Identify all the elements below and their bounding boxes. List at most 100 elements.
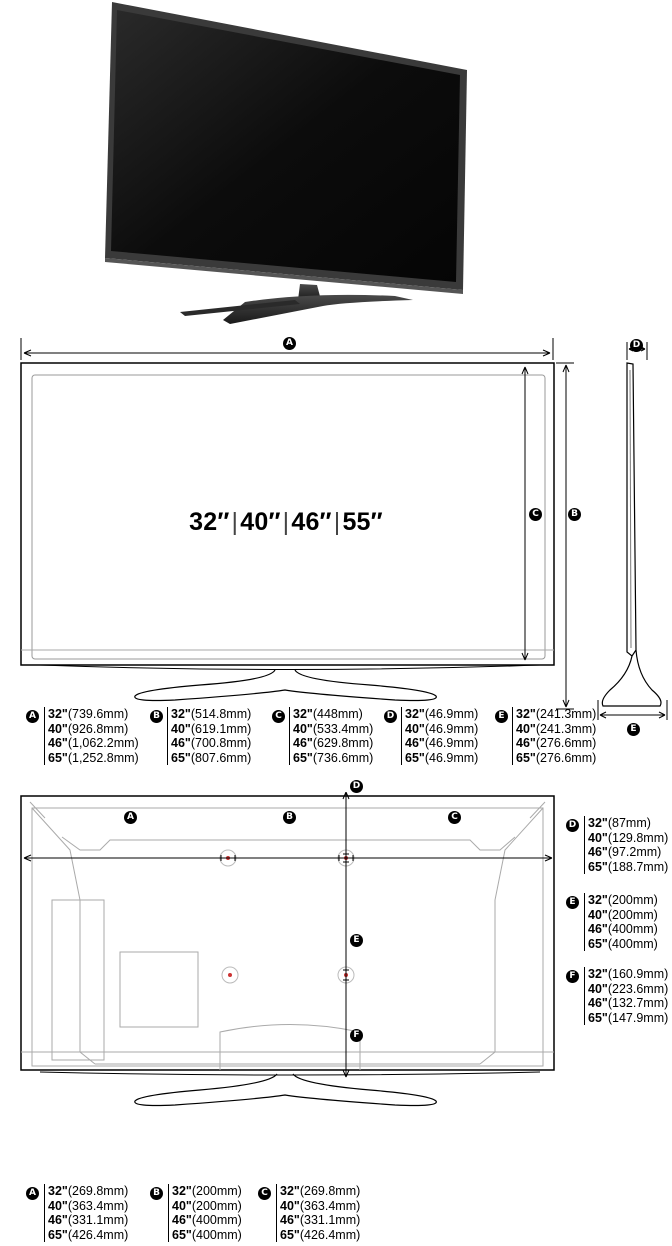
back-dim-f-badge: F — [350, 1029, 363, 1042]
model-size-title: 32″|40″|46″|55″ — [0, 508, 622, 537]
dimension-value: (147.9mm) — [607, 1010, 669, 1025]
tv-product-photo — [105, 2, 467, 324]
dimension-value: (700.8mm) — [190, 736, 252, 750]
size-label: 32" — [588, 893, 608, 907]
spec-row: 65"(276.6mm) — [516, 751, 596, 766]
size-label: 40" — [588, 907, 608, 922]
dimension-value: (739.6mm) — [67, 707, 129, 721]
size-label: 32" — [293, 707, 313, 721]
model-size-separator: | — [231, 508, 239, 536]
spec-b-badge: B — [150, 1187, 163, 1200]
spec-block-back-a: 32"(269.8mm) 40"(363.4mm) 46"(331.1mm) 6… — [44, 1184, 128, 1242]
size-label: 32" — [516, 707, 536, 721]
size-label: 40" — [405, 721, 425, 736]
dimension-value: (1,252.8mm) — [67, 750, 139, 765]
dimension-value: (363.4mm) — [67, 1198, 129, 1213]
dimension-value: (1,062.2mm) — [67, 736, 139, 750]
size-label: 46" — [588, 922, 608, 936]
spec-row: 46"(400mm) — [172, 1213, 242, 1228]
spec-row: 32"(448mm) — [293, 707, 373, 722]
spec-block-c: 32"(448mm) 40"(533.4mm) 46"(629.8mm) 65"… — [289, 707, 373, 765]
dimension-value: (400mm) — [191, 1213, 242, 1227]
size-label: 40" — [48, 1198, 68, 1213]
size-label: 46" — [293, 736, 313, 750]
size-label: 32" — [48, 1184, 68, 1198]
spec-block-back-b: 32"(200mm) 40"(200mm) 46"(400mm) 65"(400… — [168, 1184, 242, 1242]
spec-e-badge: E — [566, 896, 579, 909]
spec-row: 40"(533.4mm) — [293, 722, 373, 737]
spec-row: 40"(200mm) — [172, 1199, 242, 1214]
dimension-value: (448mm) — [312, 707, 363, 721]
spec-c-badge: C — [272, 710, 285, 723]
size-label: 65" — [48, 1227, 68, 1242]
back-dim-e-badge: E — [350, 934, 363, 947]
spec-row: 46"(700.8mm) — [171, 736, 251, 751]
spec-row: 65"(736.6mm) — [293, 751, 373, 766]
spec-c-badge: C — [258, 1187, 271, 1200]
spec-block-back-f: 32"(160.9mm) 40"(223.6mm) 46"(132.7mm) 6… — [584, 967, 668, 1025]
back-view-diagram — [20, 792, 555, 1107]
spec-row: 65"(1,252.8mm) — [48, 751, 139, 766]
size-label: 65" — [588, 936, 608, 951]
spec-row: 40"(200mm) — [588, 908, 658, 923]
spec-row: 32"(241.3mm) — [516, 707, 596, 722]
spec-row: 46"(46.9mm) — [405, 736, 478, 751]
dimension-value: (426.4mm) — [67, 1227, 129, 1242]
front-dim-c-badge: C — [529, 508, 542, 521]
back-dim-b-badge: B — [283, 811, 296, 824]
spec-row: 46"(132.7mm) — [588, 996, 668, 1011]
size-label: 40" — [588, 981, 608, 996]
spec-block-back-d: 32"(87mm) 40"(129.8mm) 46"(97.2mm) 65"(1… — [584, 816, 668, 874]
size-label: 46" — [280, 1213, 300, 1227]
spec-row: 40"(129.8mm) — [588, 831, 668, 846]
spec-b-badge: B — [150, 710, 163, 723]
front-dim-a-badge: A — [283, 337, 296, 350]
spec-row: 65"(426.4mm) — [48, 1228, 128, 1243]
size-label: 46" — [48, 1213, 68, 1227]
size-label: 46" — [171, 736, 191, 750]
spec-row: 65"(426.4mm) — [280, 1228, 360, 1243]
dimension-value: (619.1mm) — [190, 721, 252, 736]
model-size-55: 55″ — [342, 508, 383, 536]
spec-row: 32"(269.8mm) — [48, 1184, 128, 1199]
dimension-value: (46.9mm) — [424, 707, 479, 721]
dimension-value: (400mm) — [607, 936, 658, 951]
spec-row: 65"(400mm) — [172, 1228, 242, 1243]
size-label: 46" — [588, 845, 608, 859]
size-label: 65" — [293, 750, 313, 765]
dimension-value: (97.2mm) — [607, 845, 662, 859]
spec-block-back-c: 32"(269.8mm) 40"(363.4mm) 46"(331.1mm) 6… — [276, 1184, 360, 1242]
dimension-value: (132.7mm) — [607, 996, 669, 1010]
spec-row: 65"(188.7mm) — [588, 860, 668, 875]
spec-row: 46"(276.6mm) — [516, 736, 596, 751]
spec-d-badge: D — [566, 819, 579, 832]
dimension-value: (269.8mm) — [67, 1184, 129, 1198]
size-label: 40" — [516, 721, 536, 736]
size-label: 32" — [48, 707, 68, 721]
size-label: 40" — [293, 721, 313, 736]
spec-row: 40"(46.9mm) — [405, 722, 478, 737]
spec-row: 40"(241.3mm) — [516, 722, 596, 737]
back-dim-c-badge: C — [448, 811, 461, 824]
size-label: 65" — [588, 859, 608, 874]
size-label: 46" — [48, 736, 68, 750]
model-size-separator: | — [282, 508, 290, 536]
spec-row: 46"(331.1mm) — [280, 1213, 360, 1228]
spec-row: 32"(269.8mm) — [280, 1184, 360, 1199]
spec-d-badge: D — [384, 710, 397, 723]
front-view-diagram — [20, 338, 668, 720]
side-dim-d-badge: D — [630, 339, 643, 352]
spec-row: 40"(926.8mm) — [48, 722, 139, 737]
dimension-value: (363.4mm) — [299, 1198, 361, 1213]
dimension-value: (188.7mm) — [607, 859, 669, 874]
back-dim-a-badge: A — [124, 811, 137, 824]
size-label: 32" — [588, 816, 608, 830]
dimension-value: (426.4mm) — [299, 1227, 361, 1242]
dimension-value: (807.6mm) — [190, 750, 252, 765]
dimension-value: (400mm) — [191, 1227, 242, 1242]
size-label: 65" — [172, 1227, 192, 1242]
spec-row: 32"(200mm) — [588, 893, 658, 908]
spec-e-badge: E — [495, 710, 508, 723]
spec-block-a: 32"(739.6mm) 40"(926.8mm) 46"(1,062.2mm)… — [44, 707, 139, 765]
dimension-value: (46.9mm) — [424, 736, 479, 750]
